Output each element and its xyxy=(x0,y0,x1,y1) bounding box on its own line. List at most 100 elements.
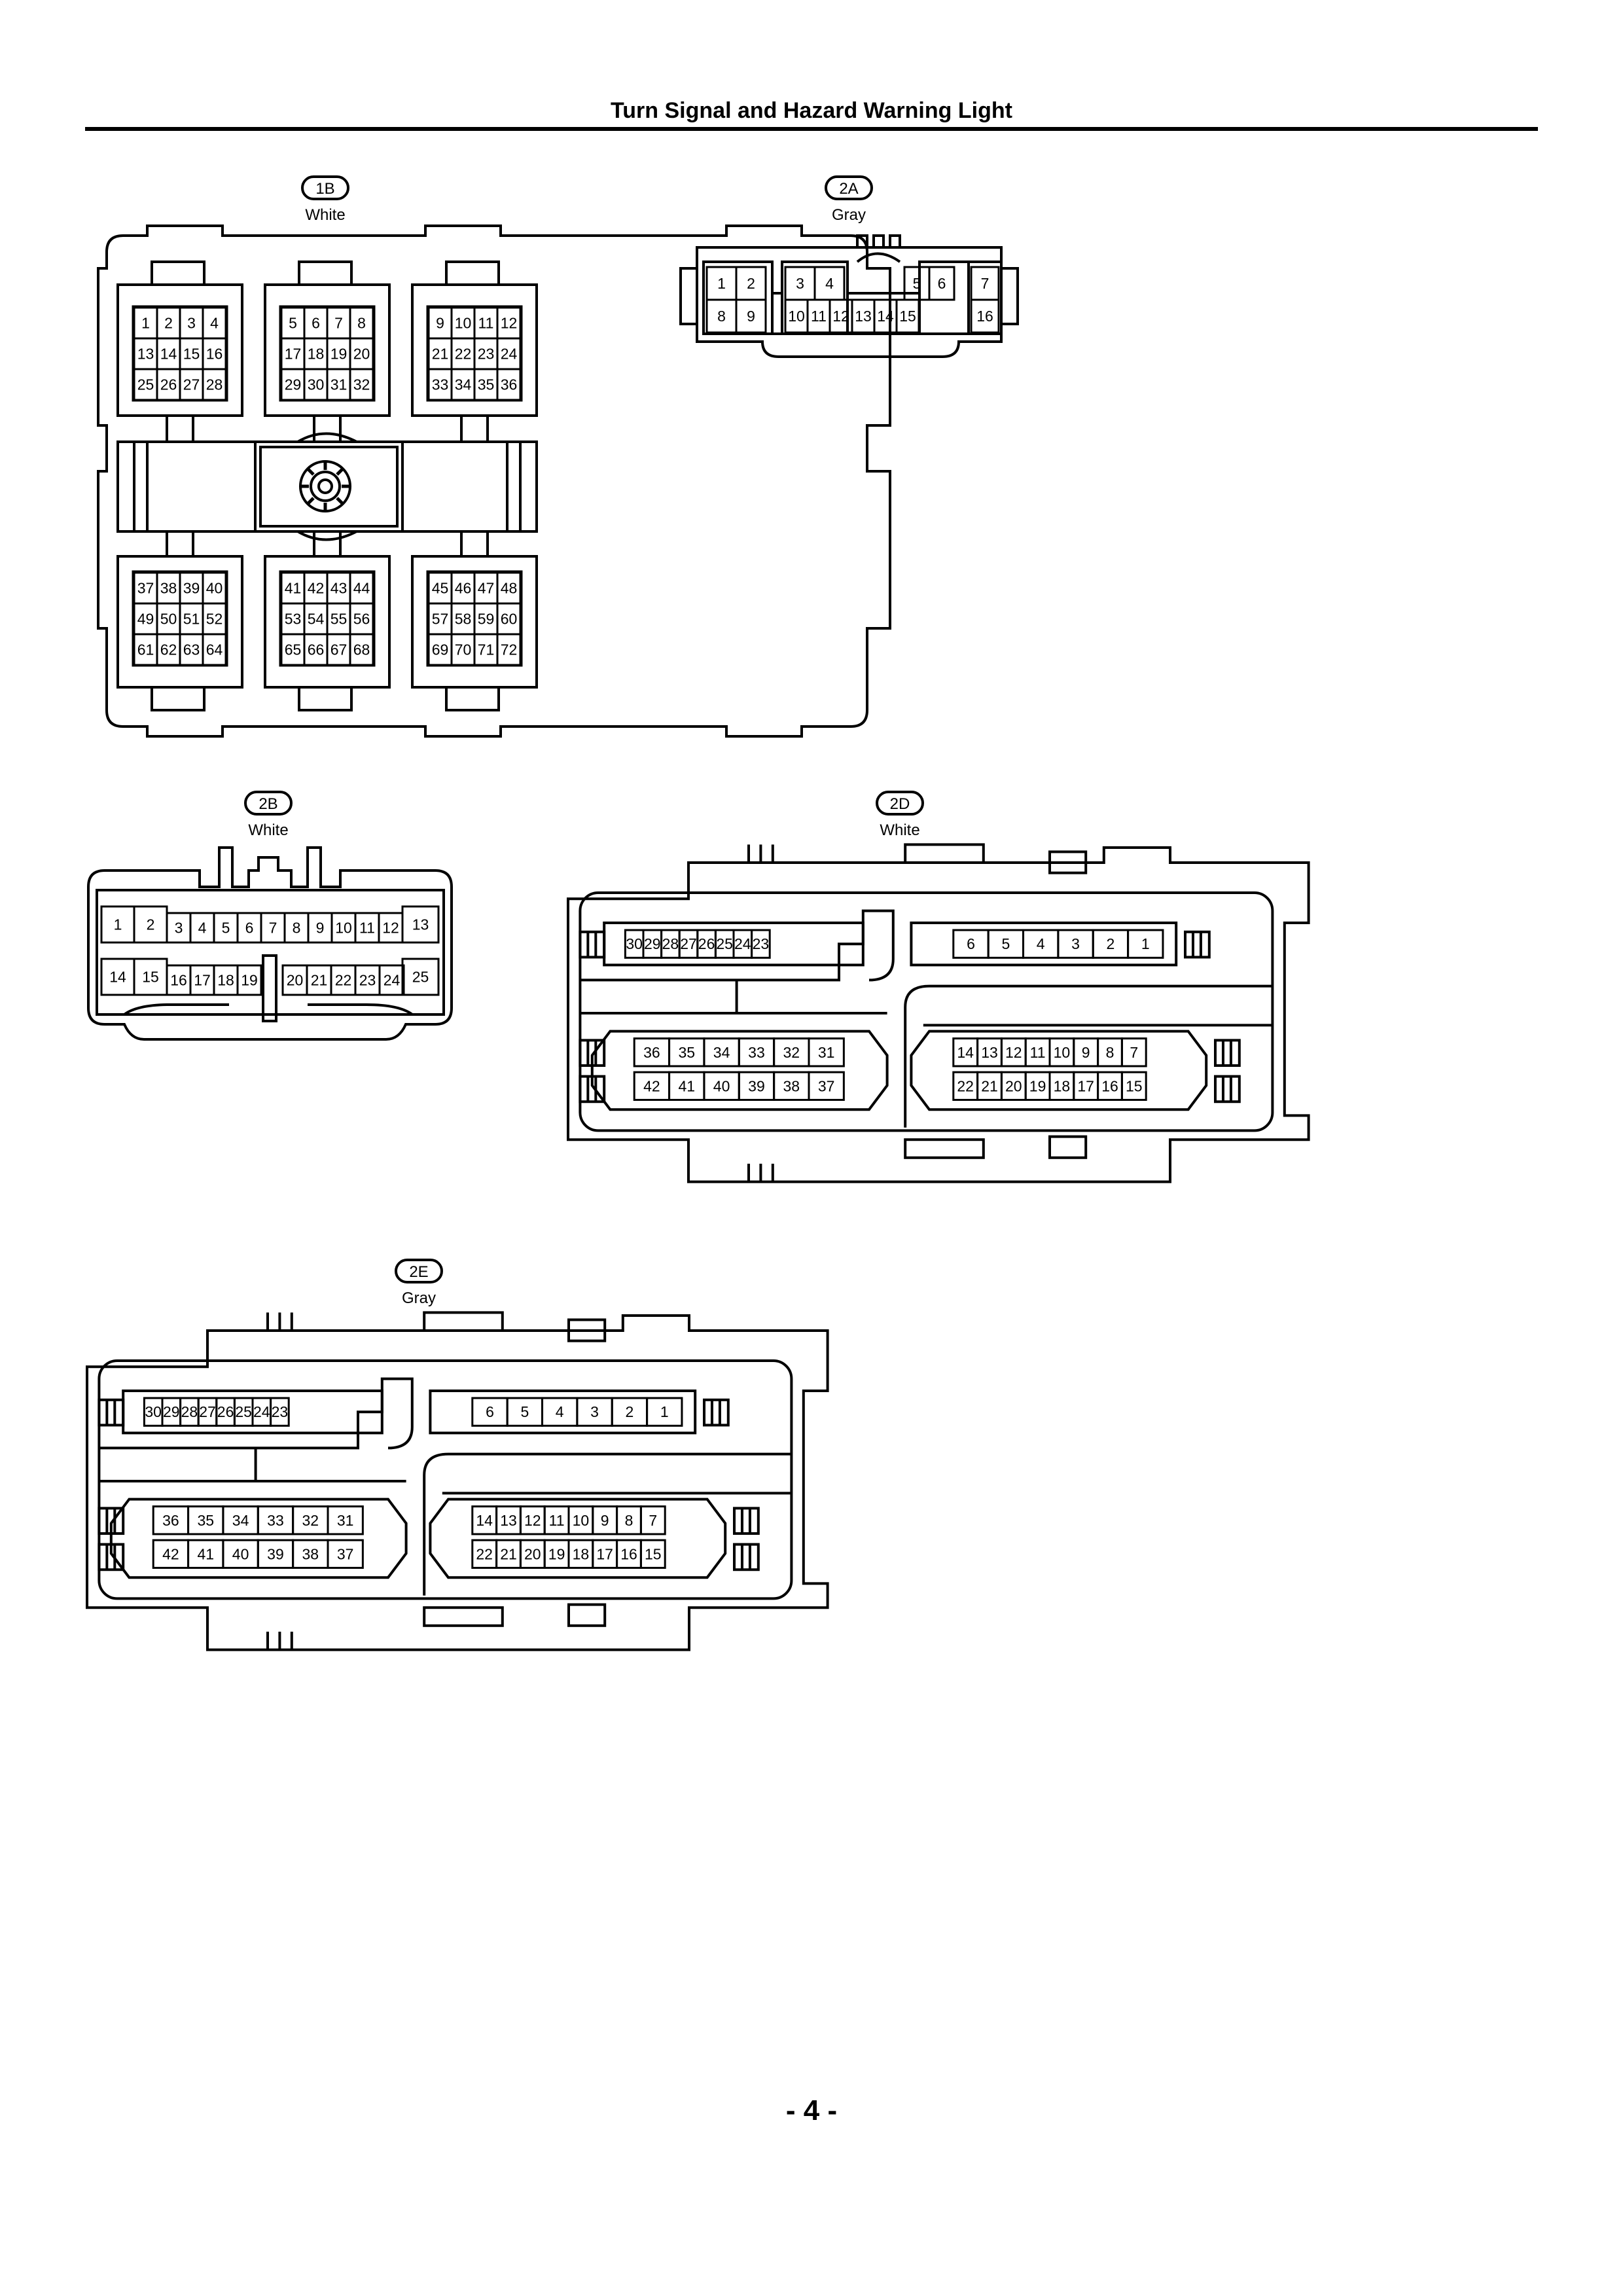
pin-label: 71 xyxy=(478,641,495,658)
pin-label: 32 xyxy=(353,376,370,393)
connector-1b-pin-47: 47 xyxy=(473,571,499,605)
pin-label: 6 xyxy=(486,1403,494,1420)
connector-2d-id: 2D xyxy=(890,795,910,813)
pin-label: 56 xyxy=(353,611,370,628)
pin-label: 22 xyxy=(335,972,352,989)
connector-2b-pin-7: 7 xyxy=(260,912,286,944)
connector-2e-pin-20: 20 xyxy=(519,1539,546,1569)
pin-label: 15 xyxy=(183,346,200,363)
pin-label: 22 xyxy=(455,346,472,363)
connector-1b-pin-48: 48 xyxy=(496,571,522,605)
connector-1b-id: 1B xyxy=(315,180,334,198)
connector-2e-pin-36: 36 xyxy=(152,1505,190,1535)
connector-2d-pin-6: 6 xyxy=(952,929,990,959)
connector-2d-pin-3: 3 xyxy=(1057,929,1094,959)
connector-2e-id: 2E xyxy=(409,1263,428,1281)
connector-2d-pin-11: 11 xyxy=(1024,1037,1051,1067)
pin-label: 42 xyxy=(308,580,325,597)
connector-2b-pin-23: 23 xyxy=(354,964,381,996)
connector-2a-color: Gray xyxy=(832,206,866,224)
pin-label: 11 xyxy=(1030,1044,1046,1061)
pin-label: 64 xyxy=(206,641,223,658)
connector-2e-pin-17: 17 xyxy=(592,1539,618,1569)
connector-1b-pin-14: 14 xyxy=(156,337,181,370)
connector-2b-pin-8: 8 xyxy=(283,912,310,944)
connector-2e-pin-39: 39 xyxy=(257,1539,294,1569)
connector-2e-pin-30: 30 xyxy=(143,1397,164,1427)
pin-label: 5 xyxy=(289,315,297,332)
pin-label: 47 xyxy=(478,580,495,597)
connector-2e-pin-7: 7 xyxy=(639,1505,666,1535)
connector-1b-pin-5: 5 xyxy=(280,306,306,340)
pin-label: 33 xyxy=(748,1044,765,1061)
pin-label: 17 xyxy=(596,1545,613,1562)
pin-label: 1 xyxy=(717,275,726,292)
pin-label: 14 xyxy=(160,346,177,363)
pin-label: 17 xyxy=(1077,1077,1094,1094)
pin-label: 31 xyxy=(330,376,348,393)
connector-1b-pin-10: 10 xyxy=(450,306,476,340)
connector-2e-pin-32: 32 xyxy=(292,1505,329,1535)
connector-2b-pin-11: 11 xyxy=(354,912,380,944)
pin-label: 3 xyxy=(796,275,804,292)
pin-label: 20 xyxy=(1005,1077,1022,1094)
pin-label: 30 xyxy=(626,935,643,952)
connector-2b-badge: 2B xyxy=(244,791,293,816)
connector-2d-pin-8: 8 xyxy=(1097,1037,1123,1067)
pin-label: 7 xyxy=(269,920,277,937)
connector-1b-pin-12: 12 xyxy=(496,306,522,340)
pin-label: 39 xyxy=(748,1077,765,1094)
connector-2e-pin-13: 13 xyxy=(495,1505,522,1535)
pin-label: 18 xyxy=(217,972,234,989)
connector-1b-pin-51: 51 xyxy=(179,602,204,636)
connector-1b-pin-38: 38 xyxy=(156,571,181,605)
pin-label: 37 xyxy=(337,1545,354,1562)
pin-label: 13 xyxy=(137,346,154,363)
pin-label: 72 xyxy=(501,641,518,658)
connector-1b-pin-27: 27 xyxy=(179,368,204,401)
connector-2e-color: Gray xyxy=(402,1289,436,1307)
connector-2e-pin-10: 10 xyxy=(567,1505,594,1535)
pin-label: 13 xyxy=(412,916,429,933)
pin-label: 23 xyxy=(753,935,770,952)
connector-1b-pin-40: 40 xyxy=(202,571,227,605)
pin-label: 25 xyxy=(137,376,154,393)
connector-2d-pin-17: 17 xyxy=(1073,1071,1099,1101)
connector-1b-pin-59: 59 xyxy=(473,602,499,636)
connector-2b-pin-16: 16 xyxy=(166,964,192,996)
pin-label: 23 xyxy=(272,1403,289,1420)
pin-label: 27 xyxy=(680,935,697,952)
pin-label: 6 xyxy=(245,920,254,937)
connector-2a-pin-3: 3 xyxy=(784,266,816,301)
connector-2b-pin-9: 9 xyxy=(307,912,333,944)
pin-label: 24 xyxy=(501,346,518,363)
connector-2b-color: White xyxy=(248,821,288,839)
pin-label: 4 xyxy=(556,1403,564,1420)
page-title: Turn Signal and Hazard Warning Light xyxy=(611,98,1012,123)
connector-2e-pin-12: 12 xyxy=(519,1505,546,1535)
connector-1b-pin-68: 68 xyxy=(349,633,374,666)
connector-1b-pin-44: 44 xyxy=(349,571,374,605)
pin-label: 2 xyxy=(147,916,155,933)
pin-label: 15 xyxy=(899,308,916,325)
pin-label: 5 xyxy=(913,275,921,292)
connector-2d-housing xyxy=(567,843,1310,1183)
connector-2b-pin-22: 22 xyxy=(330,964,357,996)
connector-2b-pin-5: 5 xyxy=(213,912,239,944)
connector-1b-pin-60: 60 xyxy=(496,602,522,636)
pin-label: 40 xyxy=(232,1545,249,1562)
connector-2d-pin-31: 31 xyxy=(808,1037,845,1067)
pin-label: 4 xyxy=(1037,935,1045,952)
pin-label: 2 xyxy=(164,315,173,332)
pin-label: 16 xyxy=(1101,1077,1118,1094)
connector-2e-housing xyxy=(86,1311,829,1651)
connector-2d-pin-25: 25 xyxy=(714,929,735,959)
pin-label: 14 xyxy=(476,1512,493,1529)
pin-label: 38 xyxy=(160,580,177,597)
connector-1b-housing xyxy=(97,224,891,738)
connector-2e-pin-23: 23 xyxy=(270,1397,290,1427)
connector-1b-pin-20: 20 xyxy=(349,337,374,370)
pin-label: 10 xyxy=(1054,1044,1071,1061)
connector-2e-pin-28: 28 xyxy=(179,1397,200,1427)
